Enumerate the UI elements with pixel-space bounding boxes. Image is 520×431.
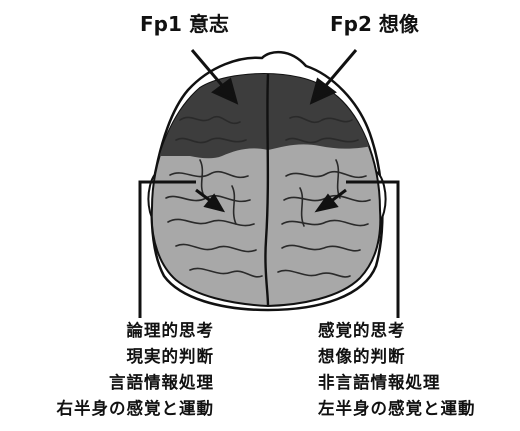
right-function-item: 想像的判断 [318, 344, 476, 370]
right-function-item: 感覚的思考 [318, 318, 476, 344]
right-hemisphere-functions: 感覚的思考 想像的判断 非言語情報処理 左半身の感覚と運動 [318, 318, 476, 422]
left-hemisphere-functions: 論理的思考 現実的判断 言語情報処理 右半身の感覚と運動 [57, 318, 215, 422]
fp2-label: Fp2 想像 [330, 12, 419, 36]
right-function-item: 非言語情報処理 [318, 370, 476, 396]
left-function-item: 現実的判断 [57, 344, 215, 370]
left-function-item: 論理的思考 [57, 318, 215, 344]
fp1-label: Fp1 意志 [140, 12, 229, 36]
left-function-item: 言語情報処理 [57, 370, 215, 396]
left-function-item: 右半身の感覚と運動 [57, 396, 215, 422]
right-function-item: 左半身の感覚と運動 [318, 396, 476, 422]
